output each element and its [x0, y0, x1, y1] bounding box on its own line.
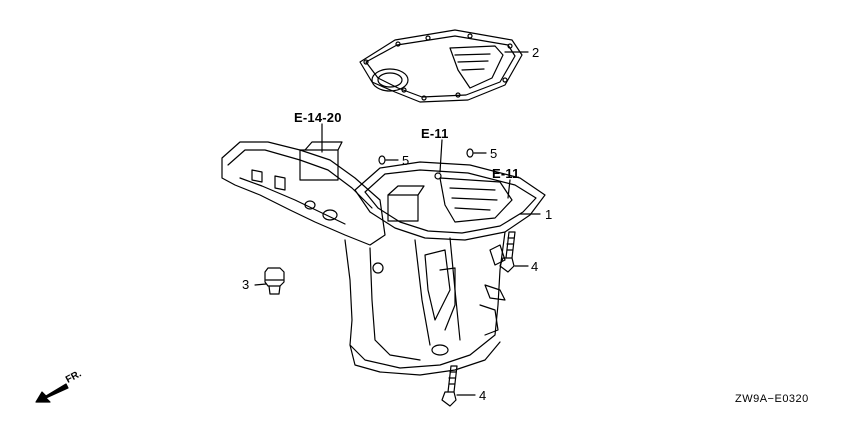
callout-part-5-left: 5 — [402, 153, 410, 168]
callout-part-4-upper: 4 — [531, 259, 539, 274]
bolt-lower-drawing — [441, 365, 476, 407]
reference-e11-top-label: E-11 — [421, 126, 449, 141]
dowel-pin-left-drawing — [378, 155, 399, 165]
reference-e14-20-label: E-14-20 — [294, 110, 342, 125]
callout-part-1: 1 — [545, 207, 553, 222]
callout-part-4-lower: 4 — [479, 388, 487, 403]
leader-e11-top — [439, 139, 443, 173]
leader-e11-right — [507, 179, 511, 199]
reference-e11-right-label: E-11 — [492, 166, 520, 181]
diagram-code: ZW9A−E0320 — [735, 393, 809, 405]
dowel-pin-right-drawing — [466, 148, 487, 158]
callout-part-3: 3 — [242, 277, 250, 292]
drain-plug-drawing — [254, 267, 285, 295]
oil-case-drawing — [221, 141, 546, 376]
callout-part-2: 2 — [532, 45, 540, 60]
gasket-drawing — [359, 29, 523, 103]
bolt-upper-drawing — [499, 231, 529, 273]
callout-part-5-right: 5 — [490, 146, 498, 161]
front-arrow-icon — [35, 383, 69, 403]
